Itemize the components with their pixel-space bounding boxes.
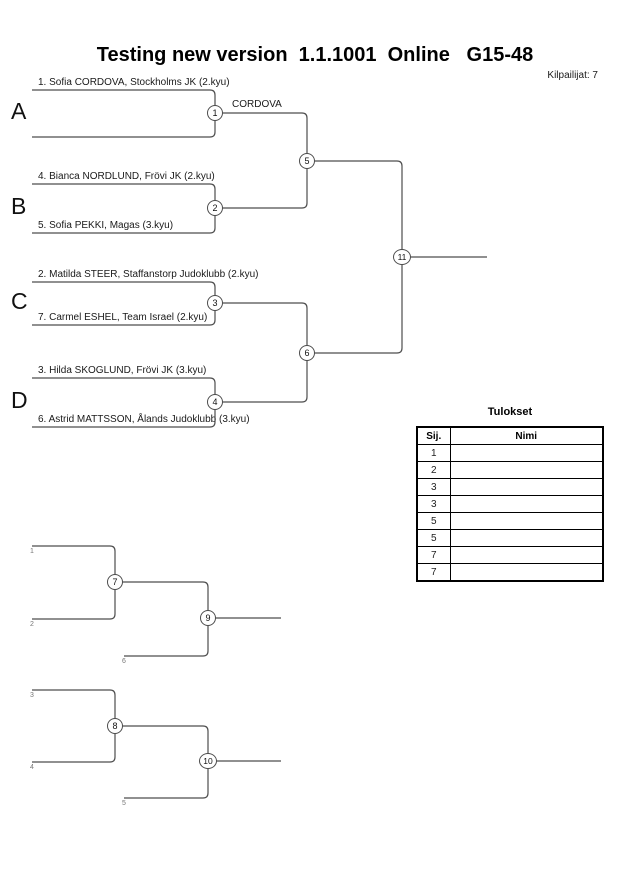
winner-line-match8 xyxy=(115,725,209,761)
name-cell xyxy=(449,563,604,582)
group-letter-b: B xyxy=(11,193,27,219)
winner-line-match6 xyxy=(307,257,403,354)
match-circle-2: 2 xyxy=(207,200,223,216)
results-table: Sij. Nimi 1 2 3 3 5 5 7 7 xyxy=(416,426,604,582)
player-entry-seed3: 3. Hilda SKOGLUND, Frövi JK (3.kyu) xyxy=(38,365,207,376)
name-cell xyxy=(449,546,604,564)
match-circle-9: 9 xyxy=(200,610,216,626)
match-circle-10: 10 xyxy=(199,753,217,769)
player-entry-seed6: 6. Astrid MATTSSON, Ålands Judoklubb (3.… xyxy=(38,414,250,425)
bracket-pair-a xyxy=(32,89,216,138)
winner-line-match3 xyxy=(215,302,308,353)
winner-line-match7 xyxy=(115,581,209,618)
match-circle-5: 5 xyxy=(299,153,315,169)
repechage-slot6-line xyxy=(124,618,209,657)
match-circle-7: 7 xyxy=(107,574,123,590)
repechage-slot5-line xyxy=(124,761,209,799)
player-entry-seed5: 5. Sofia PEKKI, Magas (3.kyu) xyxy=(38,220,174,231)
place-cell: 7 xyxy=(416,546,451,564)
repechage-slot-label-2: 2 xyxy=(30,621,34,628)
repechage-slot-label-3: 3 xyxy=(30,692,34,699)
results-row: 7 xyxy=(416,563,604,582)
winner-line-match1 xyxy=(215,112,308,161)
group-letter-a: A xyxy=(11,98,27,124)
winner-line-match5 xyxy=(307,160,403,257)
player-entry-seed7: 7. Carmel ESHEL, Team Israel (2.kyu) xyxy=(38,312,208,323)
repechage-slot-label-5: 5 xyxy=(122,800,126,807)
competitors-count: Kilpailijat: 7 xyxy=(547,70,598,81)
page-title: Testing new version 1.1.1001 Online G15-… xyxy=(96,44,534,66)
match1-winner-label: CORDOVA xyxy=(232,99,282,110)
results-row: 1 xyxy=(416,444,604,462)
match-circle-3: 3 xyxy=(207,295,223,311)
repechage-slot-label-4: 4 xyxy=(30,764,34,771)
group-letter-c: C xyxy=(11,288,28,314)
player-entry-seed2: 2. Matilda STEER, Staffanstorp Judoklubb… xyxy=(38,269,259,280)
results-row: 7 xyxy=(416,546,604,564)
repechage-slot-label-1: 1 xyxy=(30,548,34,555)
results-title: Tulokset xyxy=(487,406,533,418)
player-entry-seed1: 1. Sofia CORDOVA, Stockholms JK (2.kyu) xyxy=(38,77,230,88)
group-letter-d: D xyxy=(11,387,28,413)
match-circle-1: 1 xyxy=(207,105,223,121)
player-entry-seed4: 4. Bianca NORDLUND, Frövi JK (2.kyu) xyxy=(38,171,215,182)
winner-line-match2 xyxy=(215,161,308,209)
repechage-slot-label-6: 6 xyxy=(122,658,126,665)
match-circle-11: 11 xyxy=(393,249,411,265)
match-circle-6: 6 xyxy=(299,345,315,361)
bracket-pair-d xyxy=(32,377,216,428)
place-cell: 7 xyxy=(416,563,451,582)
match-circle-8: 8 xyxy=(107,718,123,734)
match-circle-4: 4 xyxy=(207,394,223,410)
bracket-pair-c xyxy=(32,281,216,326)
repechage-bracket-2 xyxy=(32,689,116,763)
bracket-pair-b xyxy=(32,183,216,234)
repechage-bracket-1 xyxy=(32,545,116,620)
winner-line-match4 xyxy=(215,353,308,403)
